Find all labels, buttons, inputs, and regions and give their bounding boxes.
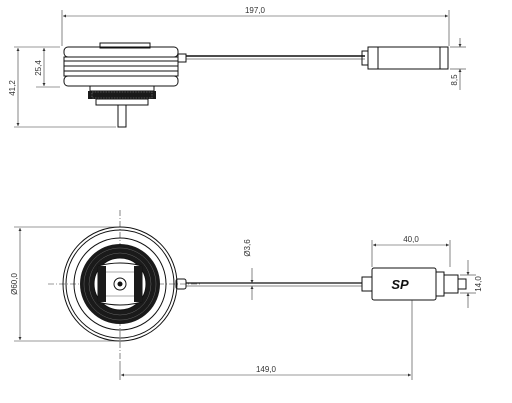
cable-dia-top-label: Ø3,6	[243, 239, 252, 257]
diameter-body-label: Ø60,0	[10, 273, 19, 295]
connector-logo: SP	[391, 277, 409, 292]
top-view: SP Ø60,0 Ø3,6 40,0 14,0 149,0	[10, 210, 483, 380]
cable-dia-side-label: 8,5	[450, 74, 459, 86]
center-screw	[113, 277, 127, 291]
puck-outer-ring	[62, 226, 178, 342]
mount-shaft	[117, 104, 127, 128]
height-total-label: 41,2	[8, 80, 17, 96]
cable-length-label: 149,0	[256, 365, 277, 374]
connector-width-label: 14,0	[474, 276, 483, 292]
side-view: 197,0 41,2 25,4	[8, 6, 466, 128]
connector-side	[367, 46, 449, 70]
connector-length-label: 40,0	[403, 235, 419, 244]
height-body-label: 25,4	[34, 60, 43, 76]
gear-ring	[88, 91, 156, 99]
total-length-label: 197,0	[245, 6, 266, 15]
